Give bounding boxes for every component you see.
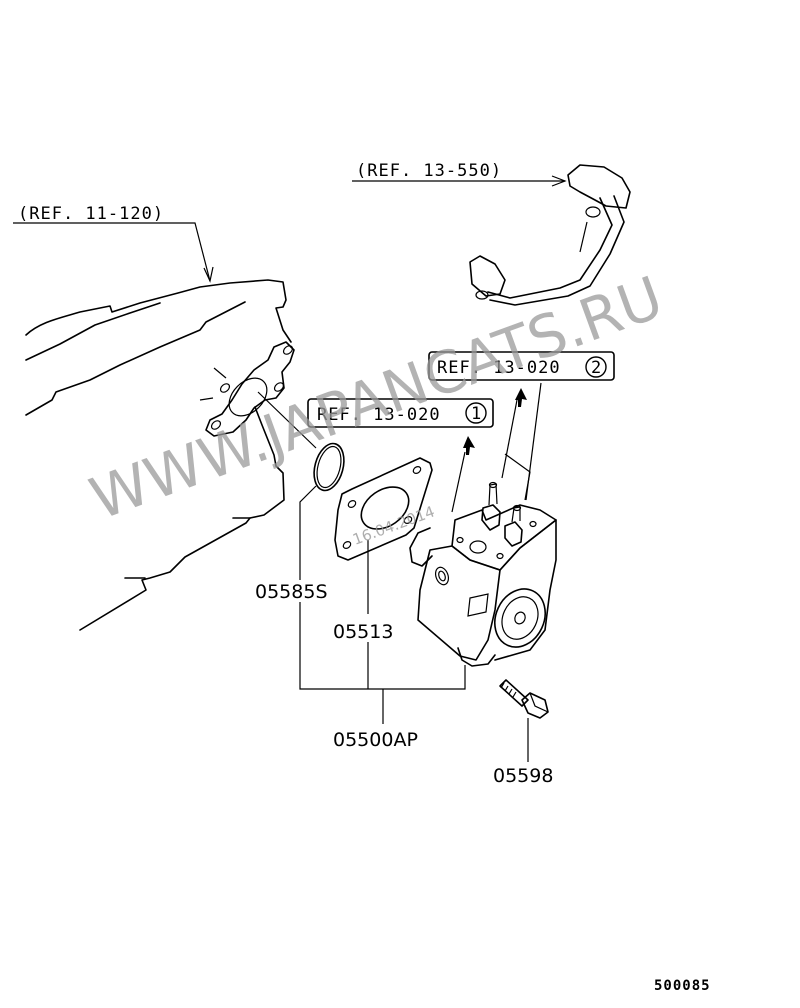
ref-13-020-1-num: 1	[471, 404, 482, 424]
ref-13-020-2-label: REF. 13-020	[437, 358, 561, 378]
head-port-flange	[199, 341, 295, 437]
ref-13-020-1-label: REF. 13-020	[317, 405, 441, 425]
part-label-05500ap: 05500AP	[333, 729, 418, 751]
ref-13-020-2-box: REF. 13-020 2	[428, 351, 615, 407]
leader-ref-1	[451, 451, 466, 513]
cylinder-head-outline	[25, 279, 292, 631]
ref-11-120-label: (REF. 11-120)	[18, 204, 164, 224]
arrow-up-icon	[515, 388, 527, 407]
bolt-part	[499, 679, 549, 719]
ref-13-020-2-num: 2	[591, 358, 602, 378]
leader-ref-2	[501, 399, 518, 479]
diagram-code: 500085	[654, 978, 711, 994]
ref-13-020-1-box: REF. 13-020 1	[307, 398, 494, 455]
ref-13-550-label: (REF. 13-550)	[356, 161, 502, 181]
arrow-up-icon	[463, 436, 475, 455]
fuel-pipe-part	[469, 164, 631, 306]
part-leaders	[299, 485, 529, 762]
o-ring-part	[257, 391, 345, 492]
part-label-05513: 05513	[333, 621, 393, 643]
watermark-date: 16.04.2014	[350, 502, 437, 548]
circled-number-1	[465, 402, 487, 424]
gasket-part	[334, 457, 433, 561]
ref-13-550-callout: (REF. 13-550)	[352, 161, 567, 187]
fuel-pump-body	[409, 481, 557, 667]
part-label-05598: 05598	[493, 765, 553, 787]
circled-number-2	[585, 356, 607, 378]
part-label-05585s: 05585S	[255, 581, 328, 603]
ref-11-120-callout: (REF. 11-120)	[13, 204, 214, 283]
